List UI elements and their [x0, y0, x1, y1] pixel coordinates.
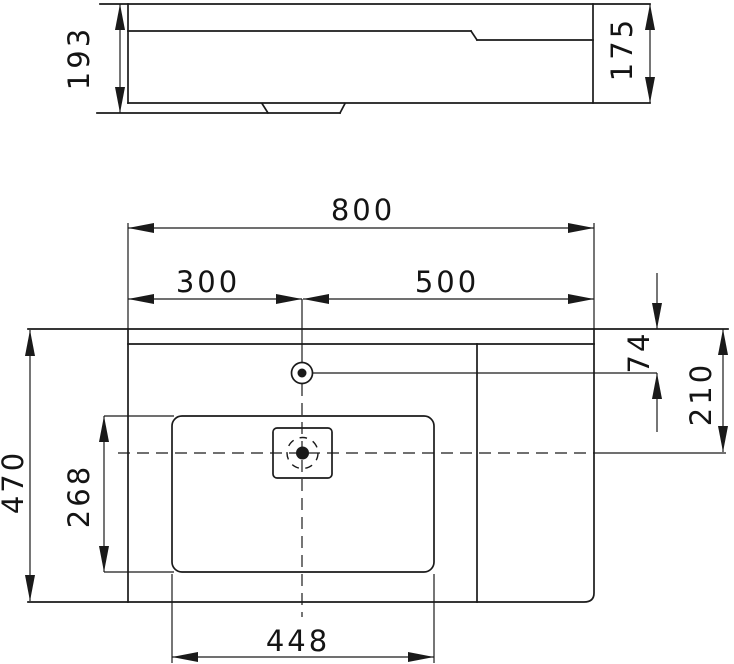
arrow-right-icon: [408, 652, 434, 662]
dimension-bowl-depth: 268: [62, 416, 109, 572]
dim-label-175: 175: [605, 17, 639, 81]
tap-hole: [290, 361, 314, 385]
arrow-up-icon: [115, 4, 125, 30]
dim-label-193: 193: [62, 26, 96, 90]
dimension-front-height: 175: [605, 4, 655, 103]
tap-hole-center-dot: [297, 368, 307, 378]
dim-label-74: 74: [622, 331, 656, 374]
basin-bowl-outline: [171, 415, 435, 573]
arrow-left-icon: [128, 223, 154, 233]
arrow-down-icon: [652, 303, 662, 329]
arrow-up-icon: [645, 4, 655, 30]
arrow-down-icon: [25, 575, 35, 601]
dim-label-800: 800: [331, 193, 395, 227]
side-rim-step: [469, 29, 479, 42]
dimension-total-height: 193: [62, 4, 125, 113]
dim-label-300: 300: [176, 265, 240, 299]
arrow-up-icon: [99, 416, 109, 442]
dim-label-448: 448: [266, 624, 330, 658]
plan-view: 800 300 500 74 210: [0, 193, 729, 663]
dimension-drain-from-back: 210: [684, 329, 728, 452]
arrow-up-icon: [718, 329, 728, 355]
trap-left-slant: [260, 102, 270, 115]
arrow-left-icon: [303, 294, 329, 304]
arrow-right-icon: [568, 294, 594, 304]
side-profile-view: 193 175: [62, 3, 655, 115]
arrow-up-icon: [652, 373, 662, 399]
arrow-down-icon: [645, 77, 655, 103]
plan-right-and-front-edge: [27, 328, 595, 603]
arrow-left-icon: [128, 294, 154, 304]
arrow-right-icon: [568, 223, 594, 233]
trap-right-slant: [338, 102, 347, 115]
dimension-overall-width: 800: [128, 193, 594, 233]
dimension-bowl-width: 448: [172, 624, 434, 662]
dim-label-500: 500: [415, 265, 479, 299]
arrow-down-icon: [115, 87, 125, 113]
arrow-down-icon: [99, 546, 109, 572]
arrow-left-icon: [172, 652, 198, 662]
dimension-tap-from-left: 300: [128, 265, 302, 304]
arrow-right-icon: [276, 294, 302, 304]
dimension-tap-from-right: 500: [303, 265, 594, 304]
dim-label-210: 210: [684, 362, 718, 426]
dim-label-268: 268: [62, 464, 96, 528]
arrow-up-icon: [25, 330, 35, 356]
dim-label-470: 470: [0, 450, 30, 514]
arrow-down-icon: [718, 426, 728, 452]
dimension-tap-from-back: 74: [622, 273, 662, 432]
dimension-overall-depth: 470: [0, 330, 35, 601]
